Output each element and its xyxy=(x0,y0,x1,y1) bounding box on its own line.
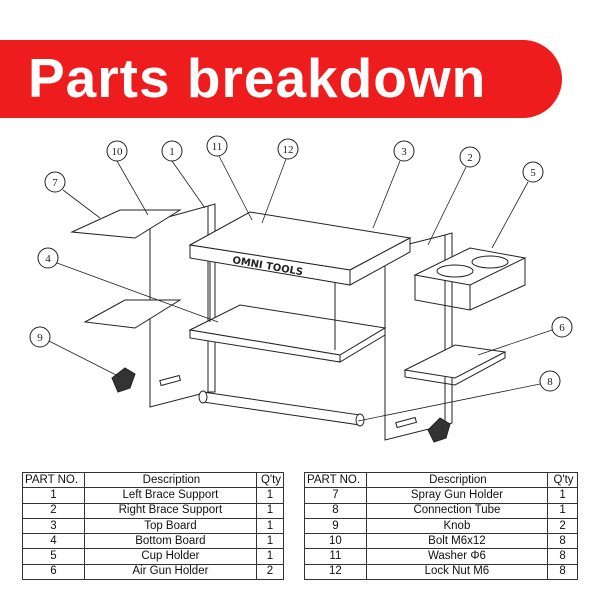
cell-desc: Knob xyxy=(365,517,549,535)
svg-text:6: 6 xyxy=(559,322,565,334)
header-qty: Q'ty xyxy=(547,471,578,489)
svg-text:10: 10 xyxy=(112,146,124,158)
exploded-diagram: OMNI TOOLS 10 1 11 12 xyxy=(29,135,573,443)
callout-3: 3 xyxy=(393,140,415,162)
cell-desc: Lock Nut M6 xyxy=(365,563,549,581)
cell-qty: 1 xyxy=(256,533,284,550)
cell-qty: 1 xyxy=(547,487,578,504)
header-description: Description xyxy=(83,471,258,489)
title-banner xyxy=(0,40,562,118)
table-header: PART NO. Description Q'ty xyxy=(304,471,578,489)
header-part-no: PART NO. xyxy=(304,471,367,489)
cell-no: 1 xyxy=(22,487,85,504)
table-header: PART NO. Description Q'ty xyxy=(22,471,284,489)
cell-no: 10 xyxy=(304,533,367,550)
cell-desc: Spray Gun Holder xyxy=(365,487,549,504)
callouts: 10 1 11 12 3 2 5 7 4 6 9 8 xyxy=(29,135,573,392)
callout-12: 12 xyxy=(277,138,299,160)
svg-text:3: 3 xyxy=(401,146,407,158)
cell-desc: Right Brace Support xyxy=(83,502,258,519)
svg-text:12: 12 xyxy=(283,144,294,156)
callout-7: 7 xyxy=(44,171,66,193)
cell-desc: Bottom Board xyxy=(83,533,258,550)
svg-text:4: 4 xyxy=(45,253,51,265)
cell-no: 6 xyxy=(22,563,85,581)
callout-6: 6 xyxy=(551,316,573,338)
svg-text:5: 5 xyxy=(530,167,536,179)
cell-desc: Top Board xyxy=(83,517,258,535)
cell-qty: 1 xyxy=(256,548,284,565)
cell-no: 8 xyxy=(304,502,367,519)
callout-8: 8 xyxy=(539,370,561,392)
cell-desc: Air Gun Holder xyxy=(83,563,258,581)
cell-qty: 8 xyxy=(547,563,578,581)
bottom-board xyxy=(188,304,387,363)
cell-no: 9 xyxy=(304,517,367,535)
cell-desc: Bolt M6x12 xyxy=(365,533,549,550)
callout-2: 2 xyxy=(459,146,481,168)
cell-no: 12 xyxy=(304,563,367,581)
header-description: Description xyxy=(365,471,549,489)
cell-no: 7 xyxy=(304,487,367,504)
callout-9: 9 xyxy=(29,326,51,348)
cell-qty: 8 xyxy=(547,548,578,565)
cup-holder xyxy=(413,247,527,311)
cell-qty: 8 xyxy=(547,533,578,550)
header-part-no: PART NO. xyxy=(22,471,85,489)
svg-text:8: 8 xyxy=(547,376,553,388)
cell-desc: Connection Tube xyxy=(365,502,549,519)
svg-text:1: 1 xyxy=(169,146,175,158)
top-board: OMNI TOOLS xyxy=(188,211,412,350)
cell-qty: 1 xyxy=(256,517,284,535)
leader-lines xyxy=(48,155,553,422)
cell-no: 2 xyxy=(22,502,85,519)
svg-text:9: 9 xyxy=(37,332,43,344)
cell-desc: Washer Φ6 xyxy=(365,548,549,565)
cell-no: 11 xyxy=(304,548,367,565)
cell-qty: 2 xyxy=(547,517,578,535)
cell-qty: 1 xyxy=(547,502,578,519)
svg-text:11: 11 xyxy=(212,141,223,153)
callout-5: 5 xyxy=(522,161,544,183)
callout-4: 4 xyxy=(37,247,59,269)
cell-desc: Left Brace Support xyxy=(83,487,258,504)
callout-1: 1 xyxy=(161,140,183,162)
knob xyxy=(111,367,451,443)
cell-no: 4 xyxy=(22,533,85,550)
cell-no: 5 xyxy=(22,548,85,565)
cell-qty: 1 xyxy=(256,502,284,519)
cell-no: 3 xyxy=(22,517,85,535)
callout-10: 10 xyxy=(106,140,128,162)
cell-desc: Cup Holder xyxy=(83,548,258,565)
cell-qty: 1 xyxy=(256,487,284,504)
page-title: Parts breakdown xyxy=(28,47,487,109)
svg-text:2: 2 xyxy=(467,152,473,164)
svg-text:7: 7 xyxy=(52,177,58,189)
callout-11: 11 xyxy=(206,135,228,157)
connection-tube xyxy=(198,390,365,427)
cell-qty: 2 xyxy=(256,563,284,581)
header-qty: Q'ty xyxy=(256,471,284,489)
spray-gun-holder xyxy=(70,209,182,329)
